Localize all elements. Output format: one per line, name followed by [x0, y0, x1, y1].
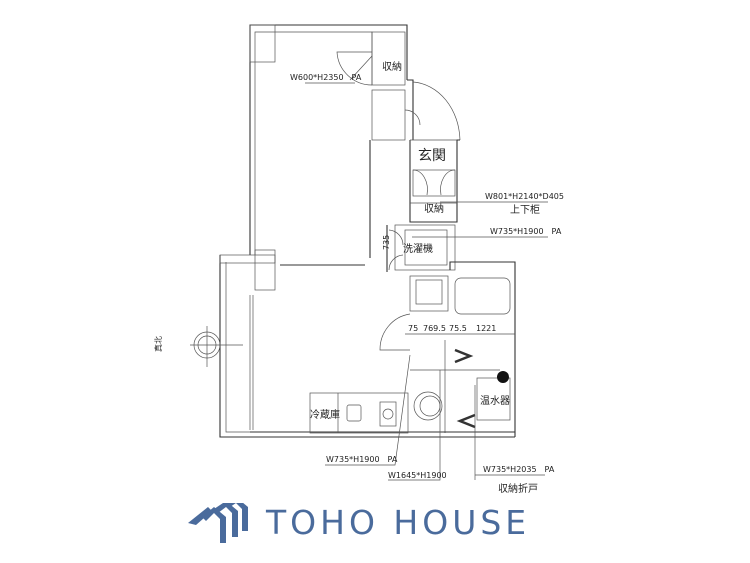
spec-kitchen-door: W735*H1900 PA: [326, 455, 398, 464]
washer-label: 洗濯機: [403, 242, 433, 255]
spec-cabinet: W801*H2140*D405: [485, 192, 564, 201]
floor-plan: 収納 玄関 収納 上下柜 洗濯機 冷蔵庫 温水器 収納折戸 W600*H2350…: [153, 24, 564, 495]
dimension-2: 769.5: [423, 324, 446, 333]
dimension-1: 75: [408, 324, 418, 333]
spec-washer-door: W735*H1900 PA: [490, 227, 562, 236]
logo-mark-icon: [188, 503, 248, 543]
folding-door-storage-label: 収納折戸: [498, 482, 538, 495]
cabinet-label: 上下柜: [510, 203, 540, 216]
dimension-4: 1221: [476, 324, 496, 333]
room-label-storage-entrance: 収納: [424, 202, 444, 215]
room-label-storage: 収納: [382, 60, 402, 73]
compass: [190, 326, 243, 367]
spec-door-top: W600*H2350 PA: [290, 73, 362, 82]
fridge-label: 冷蔵庫: [310, 408, 340, 421]
compass-label: 真北: [153, 336, 163, 352]
walls: [219, 24, 548, 481]
room-label-entrance: 玄関: [418, 147, 446, 164]
water-heater-label: 温水器: [480, 395, 510, 407]
logo-text: TOHO HOUSE: [266, 503, 531, 542]
dimension-vertical: 735: [382, 235, 391, 250]
dimension-3: 75.5: [449, 324, 467, 333]
spec-bath-partition: W1645*H1900: [388, 471, 447, 480]
spec-storage-door: W735*H2035 PA: [483, 465, 555, 474]
